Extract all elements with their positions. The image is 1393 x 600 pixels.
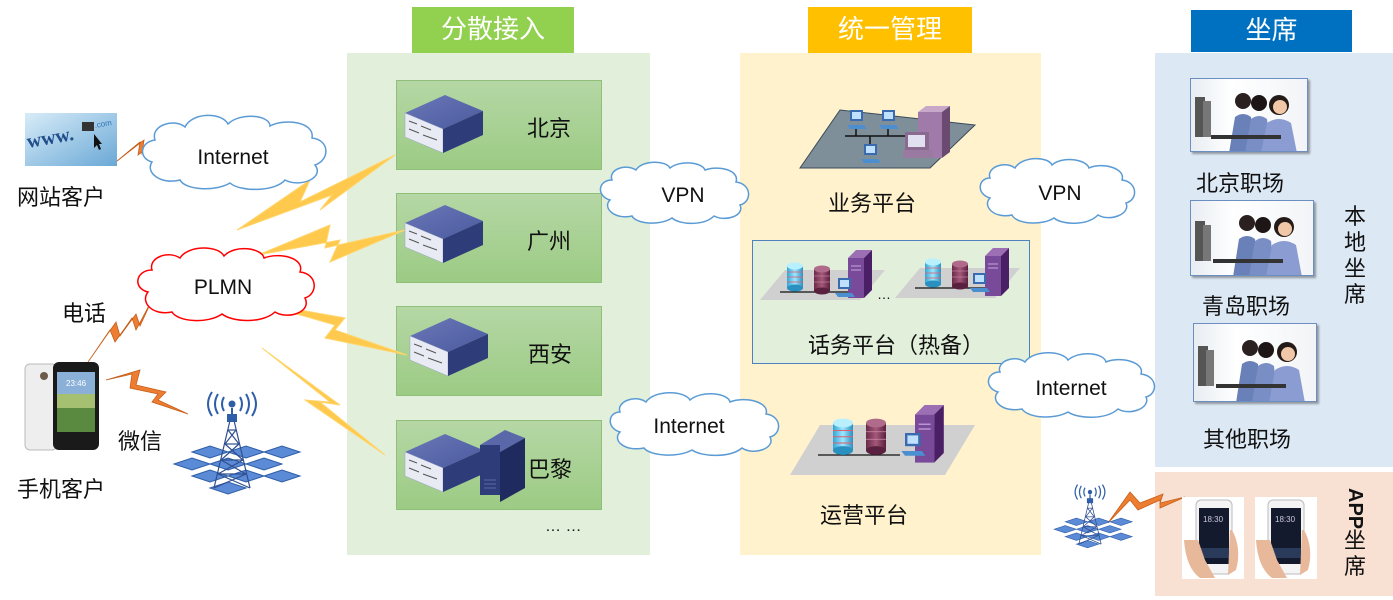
internet-cloud-access-label: Internet xyxy=(653,415,725,438)
management-column-header: 统一管理 xyxy=(808,7,972,53)
svg-text:23:46: 23:46 xyxy=(66,379,87,388)
bolt-phone-tower xyxy=(105,369,189,415)
operations-platform-icon xyxy=(790,404,975,475)
seat-photo-other xyxy=(1193,323,1317,402)
call-platform-box xyxy=(752,240,1030,364)
seat-site-label: 青岛职场 xyxy=(1202,295,1291,320)
internet-cloud-client xyxy=(141,114,327,191)
local-seat-vertical-label: 本地坐席 xyxy=(1343,205,1367,309)
mobile-client-label: 手机客户 xyxy=(17,478,106,503)
access-city-label: 西安 xyxy=(528,343,573,368)
access-city-label: 广州 xyxy=(527,230,572,255)
svg-text:18:30: 18:30 xyxy=(1203,515,1224,524)
tower-server-icon-paris xyxy=(480,430,525,502)
bolt-plmn-xian xyxy=(254,301,408,356)
seat-photo-qingdao xyxy=(1190,200,1314,276)
vertical-char: 本 xyxy=(1343,205,1366,230)
smartphone-icon: 23:46 xyxy=(24,362,99,451)
app-phone-2: 18:30 xyxy=(1255,497,1317,579)
app-phone-1: 18:30 xyxy=(1182,497,1244,579)
seat-site-label: 北京职场 xyxy=(1196,172,1285,197)
seat-photo-beijing xyxy=(1190,78,1308,152)
access-city-label: 北京 xyxy=(527,117,572,142)
router-icon-xian xyxy=(409,317,489,377)
seat-column-header: 坐席 xyxy=(1191,10,1352,52)
call-platform-server-group-1 xyxy=(760,249,885,300)
plmn-cloud xyxy=(137,247,315,322)
phone-link-label: 电话 xyxy=(62,302,107,327)
app-seat-latin: APP xyxy=(1344,488,1366,530)
app-seat-vertical-label: APP 坐席 xyxy=(1343,488,1367,581)
vertical-char: 席 xyxy=(1343,555,1366,581)
app-seat-cjk: 坐席 xyxy=(1343,529,1367,581)
vpn-cloud-access xyxy=(599,161,750,225)
web-browser-url-icon: www. .com xyxy=(25,113,117,166)
bolt-tower-paris xyxy=(261,347,386,456)
operations-platform-label: 运营平台 xyxy=(820,504,909,529)
local-seat-text: 本地坐席 xyxy=(1343,205,1367,309)
svg-text:.com: .com xyxy=(94,118,113,130)
call-platform-server-group-2 xyxy=(895,247,1020,298)
cell-tower-app-icon xyxy=(1053,483,1133,549)
router-icon-guangzhou xyxy=(404,204,484,264)
access-city-label: 巴黎 xyxy=(528,458,573,483)
access-column-header: 分散接入 xyxy=(412,7,574,53)
vpn-cloud-seat xyxy=(979,157,1136,224)
call-platform-ellipsis: … xyxy=(877,286,891,302)
vertical-char: 坐 xyxy=(1343,257,1366,282)
svg-text:18:30: 18:30 xyxy=(1275,515,1296,524)
vpn-cloud-seat-label: VPN xyxy=(1038,182,1082,205)
access-more-ellipsis: … … xyxy=(545,518,582,535)
seat-site-label: 其他职场 xyxy=(1203,428,1292,453)
router-icon-paris xyxy=(404,433,484,493)
internet-cloud-client-label: Internet xyxy=(197,146,269,169)
business-platform-label: 业务平台 xyxy=(828,192,917,217)
web-client-label: 网站客户 xyxy=(17,186,106,211)
cell-tower-icon xyxy=(173,391,301,495)
call-platform-label: 话务平台（热备） xyxy=(808,334,985,359)
vertical-char: 席 xyxy=(1343,283,1366,308)
wechat-link-label: 微信 xyxy=(118,430,163,455)
internet-cloud-access xyxy=(609,392,780,457)
vertical-char: 地 xyxy=(1343,231,1366,256)
vertical-char: 坐 xyxy=(1343,529,1366,555)
business-platform-icon xyxy=(799,106,977,169)
plmn-cloud-label: PLMN xyxy=(193,276,253,299)
router-icon-beijing xyxy=(404,94,484,154)
internet-cloud-seat-label: Internet xyxy=(1035,377,1107,400)
vpn-cloud-access-label: VPN xyxy=(661,184,705,207)
internet-cloud-seat xyxy=(987,352,1156,418)
